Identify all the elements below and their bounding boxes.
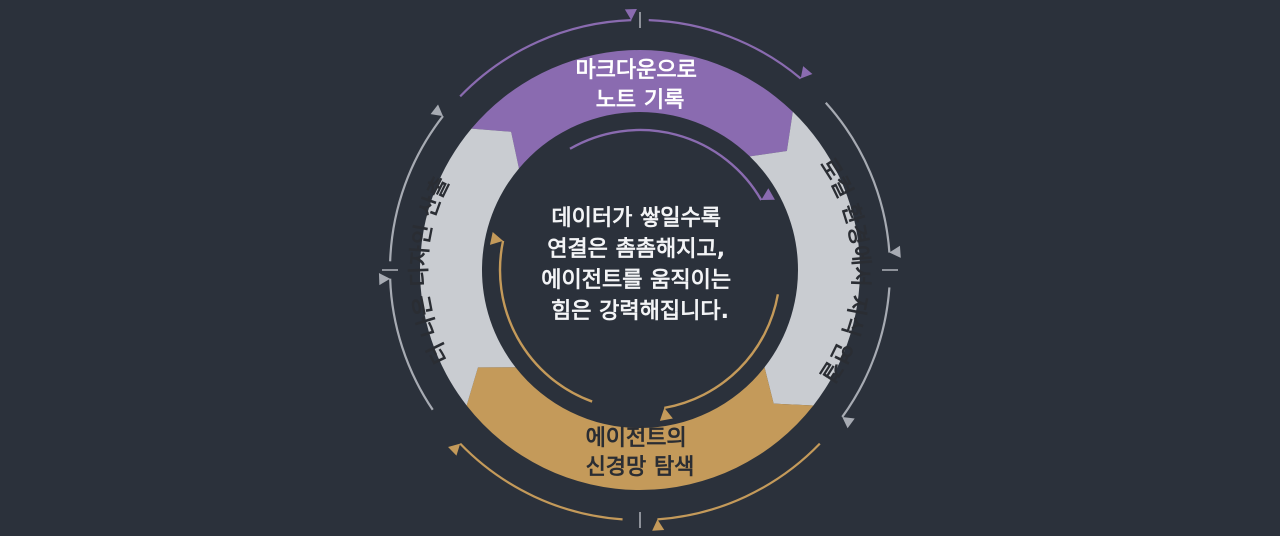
outer-arrow-icon	[378, 273, 391, 286]
outer-ring-arc	[824, 101, 891, 253]
outer-arrow-icon	[889, 245, 901, 258]
outer-arrow-icon	[430, 104, 443, 117]
segment-purple-shape	[471, 50, 793, 169]
segment-gold-line-2: 신경망 탐색	[586, 455, 695, 480]
outer-ring-arc	[841, 287, 891, 418]
outer-ring-arc	[389, 115, 444, 262]
outer-ring-arc	[389, 278, 434, 411]
outer-ring-arc	[459, 19, 632, 98]
outer-ring-arc	[648, 19, 802, 80]
inner-ring-arc	[569, 128, 763, 201]
segment-gold-line-1: 에이전트의	[586, 426, 687, 451]
segment-purple: 마크다운으로 노트 기록	[471, 50, 793, 169]
outer-ring	[378, 8, 901, 531]
segment-purple-line-1: 마크다운으로	[575, 58, 696, 83]
outer-arrow-icon	[842, 416, 855, 429]
segment-purple-line-2: 노트 기록	[596, 88, 685, 113]
outer-arrow-icon	[448, 443, 461, 456]
segment-gold-shape	[466, 367, 814, 491]
outer-arrow-icon	[624, 8, 637, 21]
outer-ring-arc	[459, 442, 623, 521]
segment-gold-label: 에이전트의 신경망 탐색	[586, 426, 695, 480]
outer-ring-arc	[657, 442, 821, 521]
inner-arrow-icon	[659, 407, 673, 421]
segment-right: 로컬 환경에서 지식 연결	[749, 111, 873, 406]
segment-left-shape	[420, 128, 519, 406]
center-text: 데이터가 쌓일수록 연결은 촘촘해지고, 에이전트를 움직이는 힘은 강력해집니…	[541, 206, 739, 324]
segment-purple-label: 마크다운으로 노트 기록	[575, 58, 704, 113]
inner-ring	[489, 128, 780, 421]
inner-ring-arc	[664, 294, 780, 410]
center-line-2: 연결은 촘촘해지고,	[547, 237, 725, 262]
inner-arrow-icon	[489, 231, 504, 245]
center-line-4: 힘은 강력해집니다.	[551, 299, 729, 324]
center-line-1: 데이터가 쌓일수록	[551, 206, 721, 231]
outer-arrow-icon	[800, 66, 813, 79]
outer-arrow-icon	[652, 519, 665, 531]
segment-left: 더 나은 디자인 산출	[407, 128, 519, 406]
segment-right-shape	[749, 111, 860, 406]
segment-gold: 에이전트의 신경망 탐색	[466, 367, 814, 491]
inner-arrow-icon	[761, 188, 775, 200]
inner-ring-arc	[498, 240, 593, 403]
center-line-3: 에이전트를 움직이는	[541, 268, 731, 293]
